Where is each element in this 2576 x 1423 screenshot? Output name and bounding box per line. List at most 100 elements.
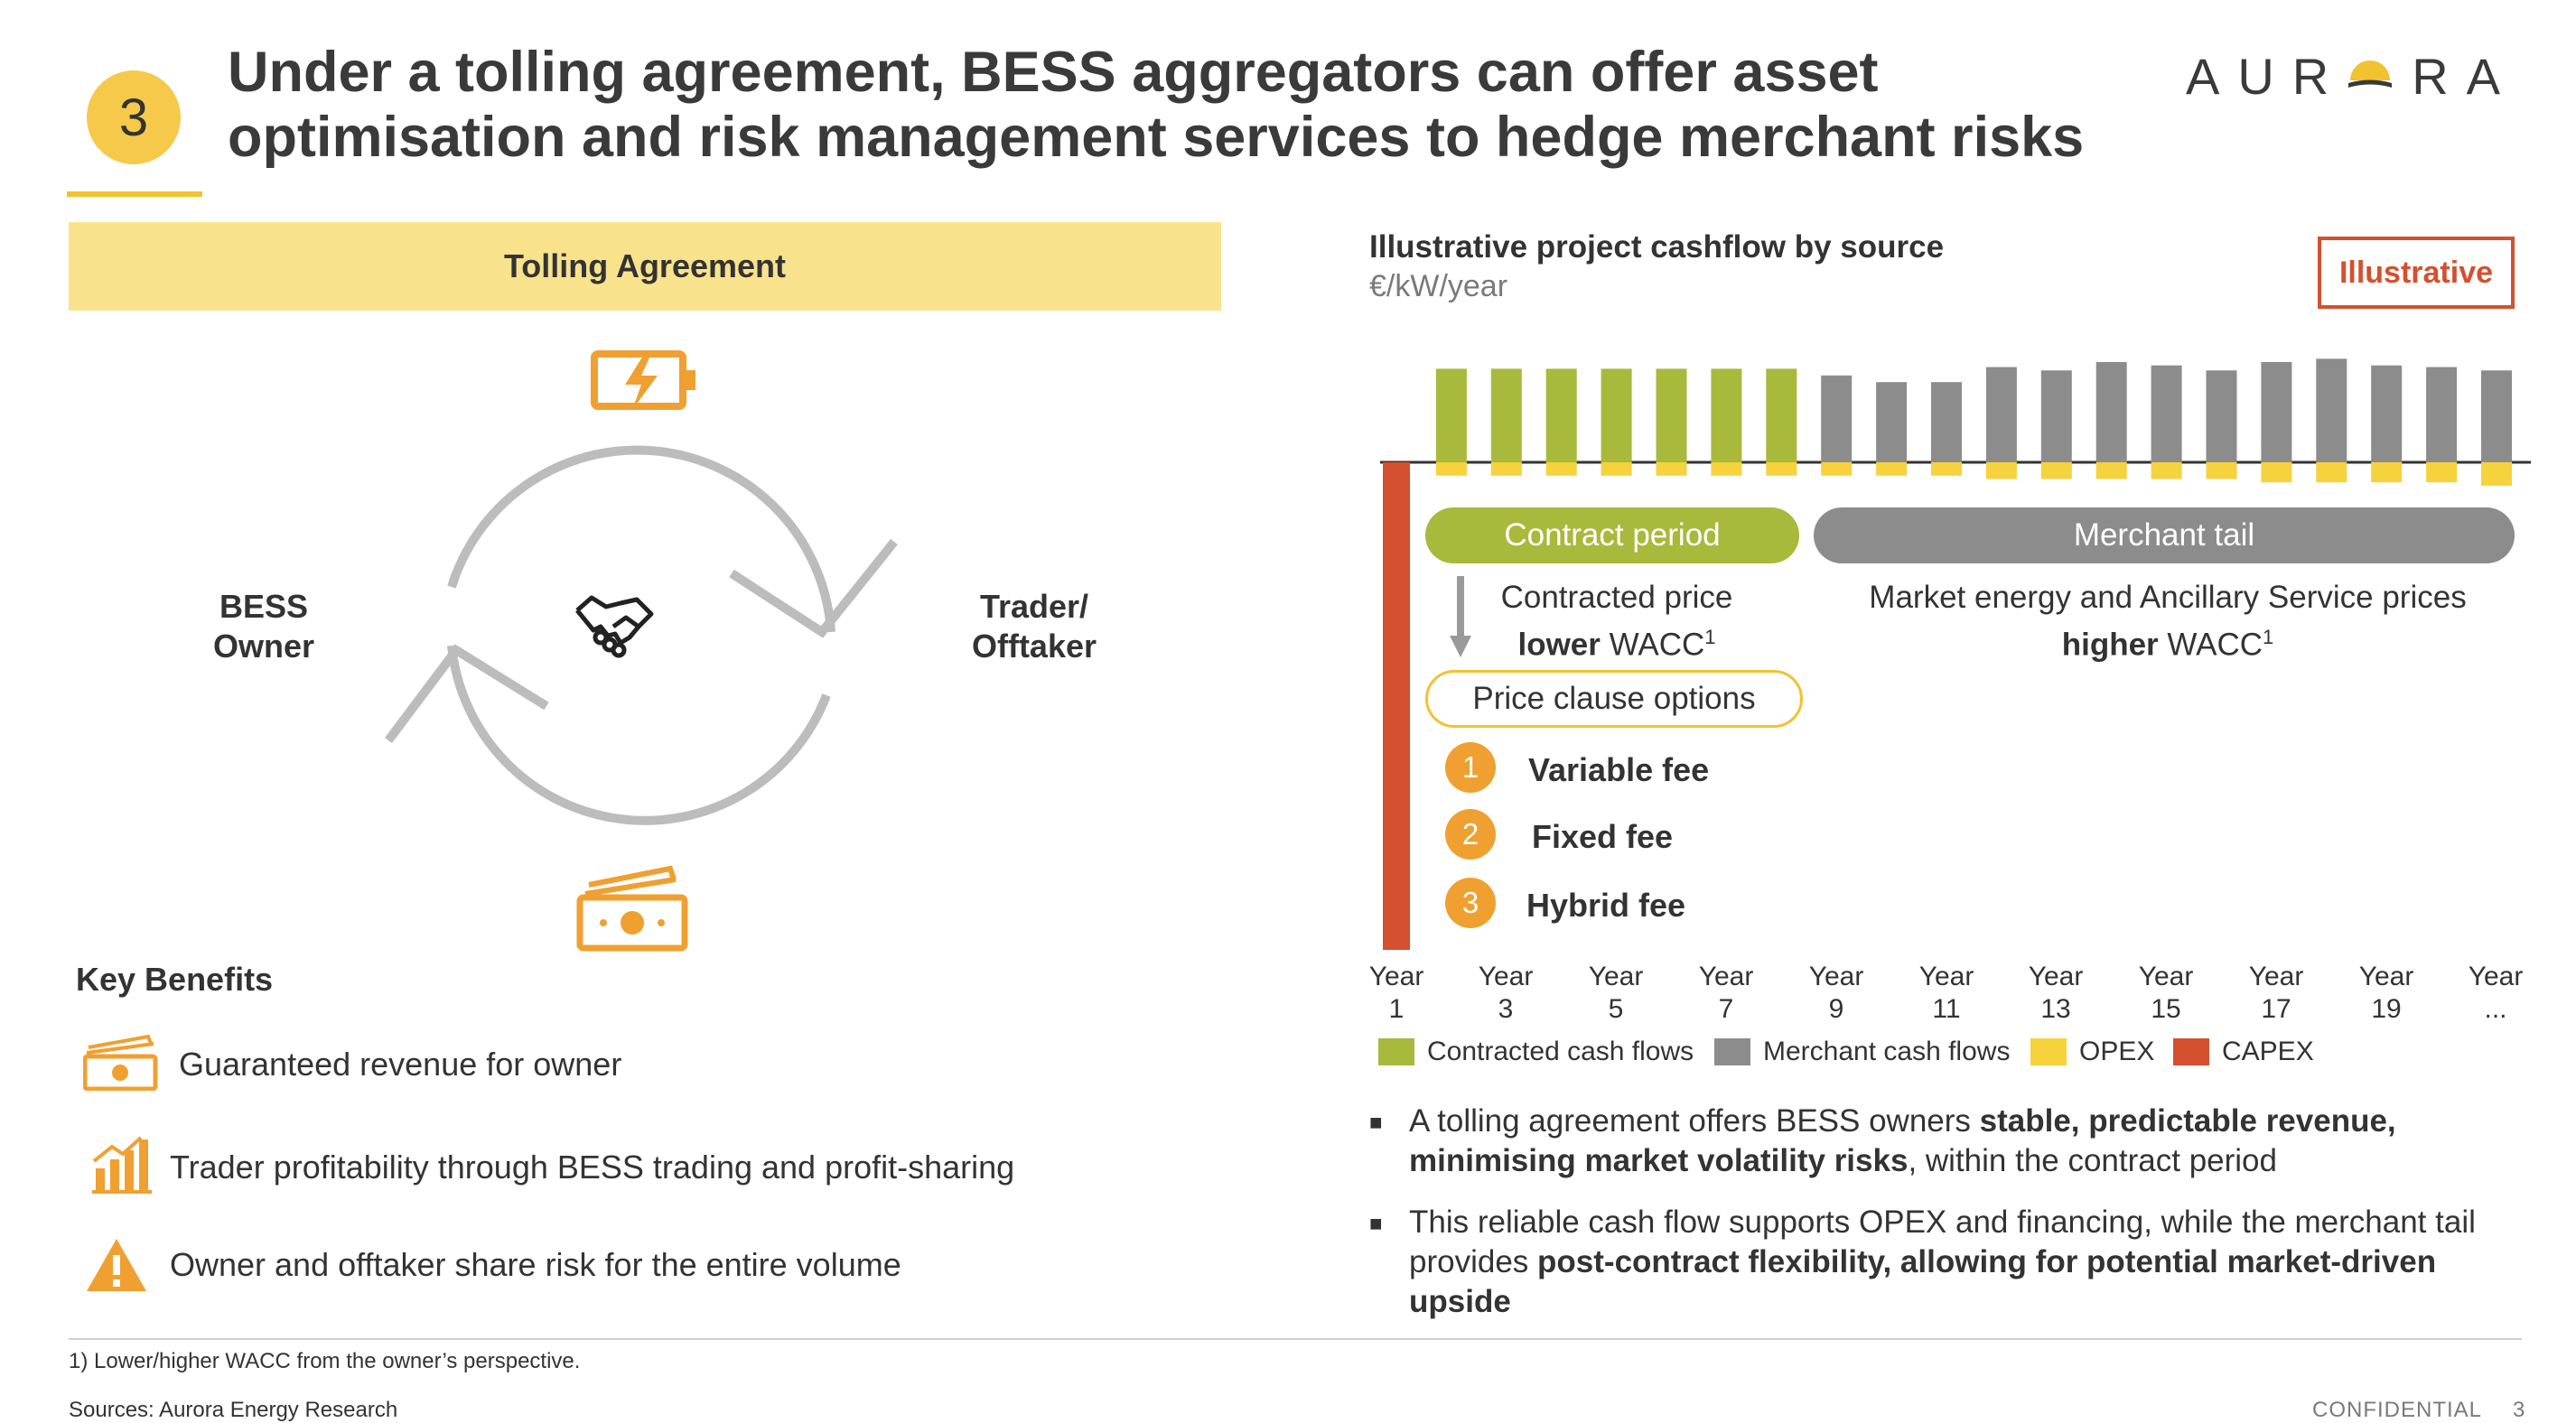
x-tick-line1: Year	[1588, 962, 1644, 991]
x-tick-line1: Year	[1808, 962, 1864, 991]
x-tick-label: Year 13	[2011, 961, 2101, 1026]
bar-contracted-cash-flows	[1656, 368, 1687, 462]
bar-merchant-cash-flows	[1985, 367, 2017, 462]
key-benefits-title: Key Benefits	[76, 961, 274, 998]
bar-opex	[2481, 462, 2512, 486]
bar-opex	[2261, 462, 2292, 483]
battery-icon	[591, 350, 695, 410]
contracted-line-2: lower WACC1	[1463, 618, 1770, 665]
bar-contracted-cash-flows	[1711, 368, 1742, 462]
x-tick-line1: Year	[2028, 962, 2084, 991]
option-2-label: Fixed fee	[1532, 818, 1674, 855]
illustrative-badge: Illustrative	[2318, 237, 2515, 309]
legend-label: CAPEX	[2222, 1037, 2314, 1066]
price-clause-label: Price clause options	[1472, 681, 1756, 716]
merchant-line-2: higher WACC1	[1843, 618, 2493, 665]
merchant-tail-label: Merchant tail	[2073, 517, 2255, 553]
owner-line-1: BESS	[219, 588, 309, 625]
x-tick-line1: Year	[1368, 962, 1424, 991]
bar-capex	[1383, 462, 1410, 950]
bar-contracted-cash-flows	[1601, 368, 1632, 462]
x-tick-line1: Year	[2358, 962, 2414, 991]
footnote-marker-2: 1	[2263, 626, 2274, 648]
bar-opex	[1821, 462, 1853, 476]
bar-merchant-cash-flows	[2261, 362, 2292, 462]
trader-line-1: Trader/	[979, 588, 1089, 625]
warning-icon	[87, 1239, 146, 1291]
arrow-right-head	[729, 538, 898, 638]
title-line-2: optimisation and risk management service…	[228, 106, 2085, 169]
bullet-2: ■ This reliable cash flow supports OPEX …	[1369, 1203, 2525, 1322]
x-tick-line1: Year	[1698, 962, 1754, 991]
contract-period-label: Contract period	[1504, 517, 1721, 553]
legend-merchant: Merchant cash flows	[1714, 1037, 2010, 1067]
merchant-tail-pill: Merchant tail	[1814, 507, 2515, 563]
benefit-1: Guaranteed revenue for owner	[179, 1046, 622, 1083]
bar-opex	[1766, 462, 1797, 476]
benefit-3: Owner and offtaker share risk for the en…	[170, 1246, 901, 1283]
merchant-line-1: Market energy and Ancillary Service pric…	[1869, 580, 2467, 615]
bullet-2-text: This reliable cash flow supports OPEX an…	[1409, 1203, 2525, 1322]
bar-opex	[2316, 462, 2347, 483]
option-3-badge: 3	[1445, 878, 1496, 928]
bar-merchant-cash-flows	[2316, 358, 2347, 462]
bar-contracted-cash-flows	[1490, 368, 1522, 462]
chart-unit: €/kW/year	[1369, 269, 1508, 303]
bullet-2-bold: post-contract flexibility, allowing for …	[1409, 1244, 2437, 1319]
x-tick-line2: 13	[2040, 994, 2071, 1024]
bullet-1-bold: stable, predictable revenue, minimising …	[1409, 1103, 2396, 1178]
section-number-badge: 3	[87, 70, 181, 164]
x-tick-line2: 3	[1498, 994, 1514, 1024]
option-3-label: Hybrid fee	[1526, 887, 1686, 924]
option-1-label: Variable fee	[1528, 751, 1710, 788]
x-tick-line1: Year	[1478, 962, 1534, 991]
bar-merchant-cash-flows	[2371, 365, 2403, 462]
x-tick-label: Year 15	[2121, 961, 2211, 1026]
bar-merchant-cash-flows	[1821, 375, 1853, 462]
bar-merchant-cash-flows	[2040, 370, 2072, 462]
banner-label: Tolling Agreement	[503, 247, 786, 284]
money-icon	[576, 865, 688, 952]
bar-merchant-cash-flows	[1931, 382, 1962, 462]
x-tick-line2: 19	[2371, 994, 2402, 1024]
x-tick-line2: 15	[2151, 994, 2181, 1024]
bullet-2-pre: This reliable cash flow supports OPEX an…	[1409, 1204, 2476, 1279]
sun-icon	[2348, 60, 2393, 88]
legend-swatch	[1378, 1038, 1414, 1065]
cycle-diagram	[385, 350, 898, 952]
option-1-badge: 1	[1445, 742, 1496, 793]
bullet-icon: ■	[1369, 1212, 1383, 1236]
title-line-1: Under a tolling agreement, BESS aggregat…	[228, 41, 1879, 104]
bar-opex	[1876, 462, 1908, 476]
legend-label: OPEX	[2079, 1037, 2155, 1066]
contracted-line-1: Contracted price	[1500, 580, 1733, 615]
x-tick-label: Year 5	[1571, 961, 1661, 1026]
bar-opex	[2095, 462, 2127, 479]
sources: Sources: Aurora Energy Research	[69, 1398, 398, 1422]
option-3-num: 3	[1461, 886, 1479, 919]
logo-text-right: RA	[2412, 48, 2518, 105]
x-tick-line1: Year	[2138, 962, 2194, 991]
owner-line-2: Owner	[212, 628, 315, 665]
contracted-price-text: Contracted price lower WACC1	[1463, 578, 1770, 665]
benefit-2: Trader profitability through BESS tradin…	[170, 1149, 1015, 1186]
x-tick-line2: 1	[1388, 994, 1405, 1024]
option-1-num: 1	[1461, 750, 1479, 784]
merchant-price-text: Market energy and Ancillary Service pric…	[1843, 578, 2493, 665]
bar-opex	[1656, 462, 1687, 476]
legend-swatch	[1714, 1038, 1750, 1065]
chart-title: Illustrative project cashflow by source	[1369, 229, 1945, 265]
trader-line-2: Offtaker	[971, 628, 1097, 665]
section-underline	[67, 191, 202, 197]
x-tick-line2: 11	[1932, 994, 1961, 1024]
bullet-1-post: , within the contract period	[1908, 1143, 2277, 1178]
bar-opex	[2040, 462, 2072, 479]
x-tick-label: Year 19	[2341, 961, 2431, 1026]
money-icon	[83, 1035, 158, 1091]
trader-offtaker-label: Trader/ Offtaker	[957, 587, 1111, 666]
bar-merchant-cash-flows	[2481, 370, 2512, 462]
x-tick-line2: 17	[2261, 994, 2291, 1024]
cashflow-chart	[1380, 358, 2531, 950]
x-tick-line2: 5	[1608, 994, 1624, 1024]
